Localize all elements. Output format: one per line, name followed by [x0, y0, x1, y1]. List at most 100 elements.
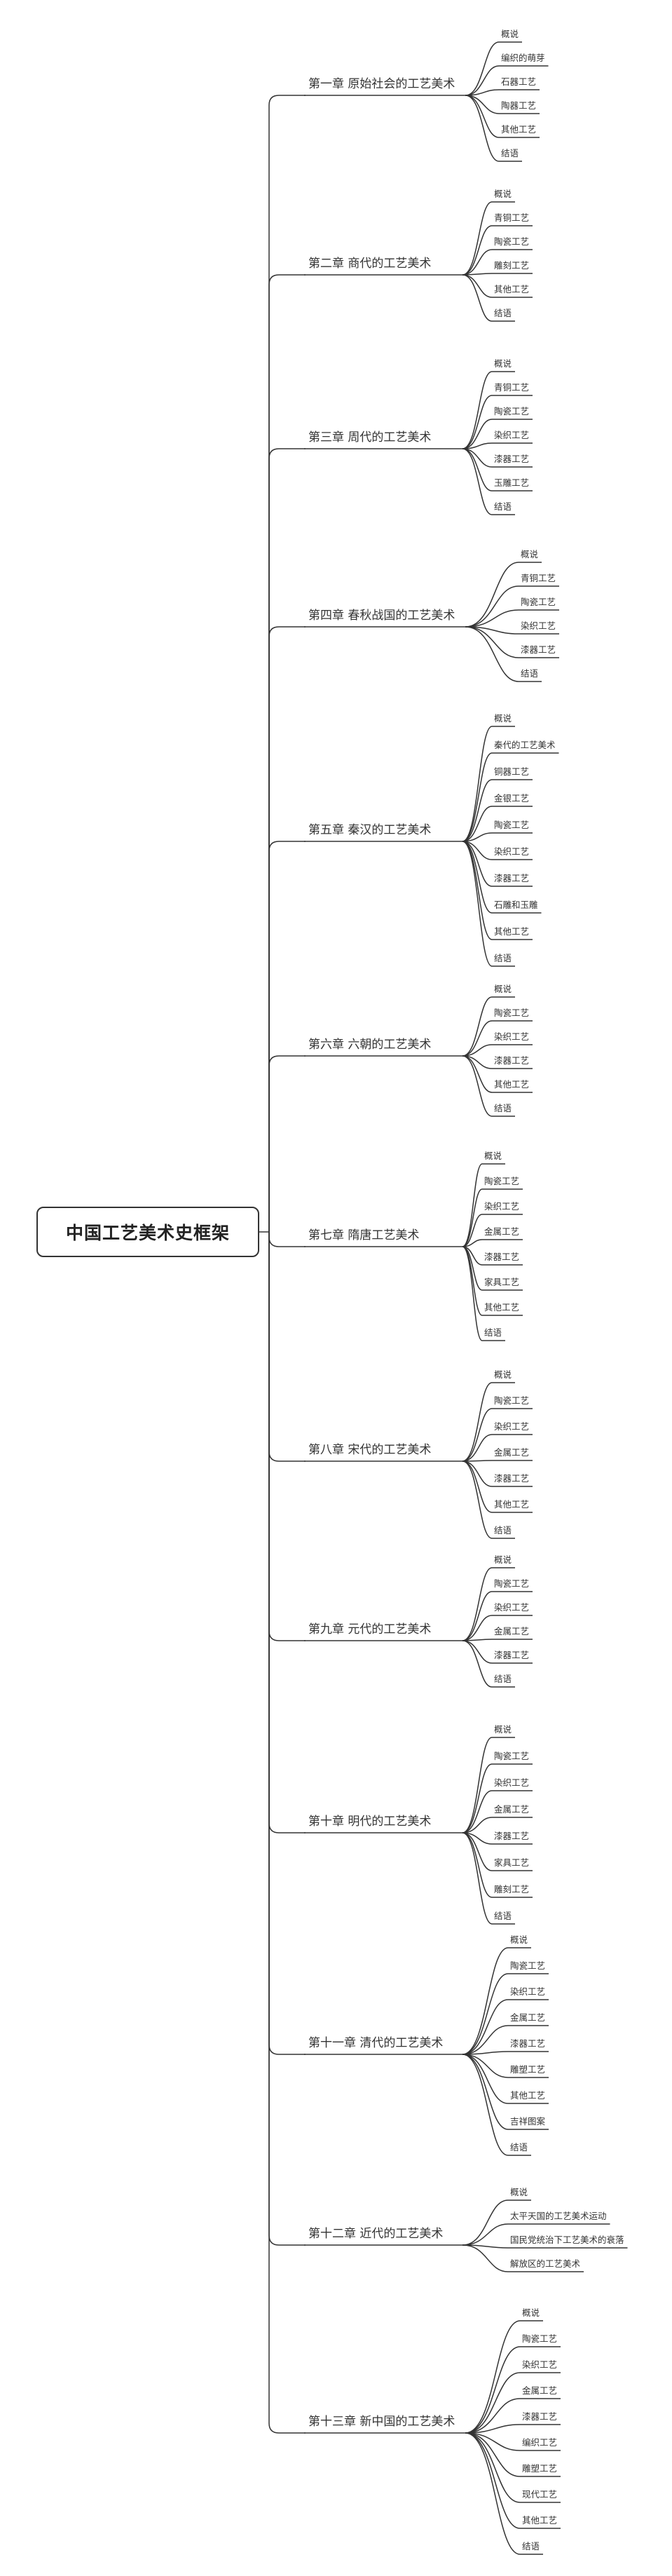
chapter-title[interactable]: 第六章 六朝的工艺美术	[308, 1038, 432, 1052]
topic-item[interactable]: 其他工艺	[494, 284, 530, 294]
topic-item[interactable]: 秦代的工艺美术	[494, 740, 556, 750]
topic-item[interactable]: 陶瓷工艺	[494, 1578, 530, 1589]
topic-item[interactable]: 其他工艺	[494, 1499, 530, 1510]
topic-item[interactable]: 结语	[522, 2541, 540, 2551]
topic-item[interactable]: 太平天国的工艺美术运动	[510, 2211, 607, 2221]
topic-item[interactable]: 陶瓷工艺	[522, 2333, 558, 2344]
topic-item[interactable]: 概说	[494, 713, 512, 724]
topic-item[interactable]: 结语	[501, 148, 519, 158]
topic-item[interactable]: 结语	[521, 668, 539, 679]
topic-item[interactable]: 概说	[521, 549, 539, 560]
topic-item[interactable]: 金属工艺	[484, 1226, 520, 1237]
topic-item[interactable]: 概说	[494, 189, 512, 199]
chapter-title[interactable]: 第四章 春秋战国的工艺美术	[308, 609, 455, 623]
topic-item[interactable]: 金属工艺	[494, 1626, 530, 1636]
chapter-title[interactable]: 第五章 秦汉的工艺美术	[308, 823, 432, 837]
topic-item[interactable]: 染织工艺	[494, 1777, 530, 1788]
topic-item[interactable]: 玉雕工艺	[494, 477, 530, 488]
topic-item[interactable]: 金银工艺	[494, 793, 530, 804]
topic-item[interactable]: 陶瓷工艺	[494, 1751, 530, 1761]
topic-item[interactable]: 染织工艺	[522, 2359, 558, 2370]
topic-item[interactable]: 概说	[494, 358, 512, 369]
topic-item[interactable]: 雕塑工艺	[522, 2463, 558, 2474]
topic-item[interactable]: 金属工艺	[510, 2012, 546, 2023]
topic-item[interactable]: 概说	[484, 1151, 502, 1161]
topic-item[interactable]: 漆器工艺	[494, 1055, 530, 1066]
chapter-title[interactable]: 第九章 元代的工艺美术	[308, 1622, 432, 1636]
topic-item[interactable]: 概说	[522, 2307, 540, 2318]
topic-item[interactable]: 雕塑工艺	[510, 2064, 546, 2075]
topic-item[interactable]: 青铜工艺	[494, 382, 530, 393]
topic-item[interactable]: 编织的萌芽	[501, 53, 545, 63]
topic-item[interactable]: 漆器工艺	[522, 2411, 558, 2422]
topic-item[interactable]: 陶瓷工艺	[494, 406, 530, 416]
chapter-title[interactable]: 第二章 商代的工艺美术	[308, 257, 432, 271]
topic-item[interactable]: 其他工艺	[494, 1079, 530, 1090]
topic-item[interactable]: 陶瓷工艺	[494, 236, 530, 247]
root-node[interactable]: 中国工艺美术史框架	[36, 1207, 259, 1257]
chapter-title[interactable]: 第一章 原始社会的工艺美术	[308, 77, 455, 91]
topic-item[interactable]: 概说	[494, 1724, 512, 1735]
topic-item[interactable]: 染织工艺	[494, 1421, 530, 1432]
topic-item[interactable]: 漆器工艺	[494, 1650, 530, 1660]
topic-item[interactable]: 漆器工艺	[521, 644, 556, 655]
topic-item[interactable]: 概说	[494, 1554, 512, 1565]
topic-item[interactable]: 其他工艺	[494, 926, 530, 937]
topic-item[interactable]: 青铜工艺	[521, 573, 556, 583]
topic-item[interactable]: 染织工艺	[494, 1031, 530, 1042]
topic-item[interactable]: 染织工艺	[484, 1201, 520, 1212]
topic-item[interactable]: 概说	[501, 29, 519, 39]
topic-item[interactable]: 家具工艺	[494, 1857, 530, 1868]
topic-item[interactable]: 漆器工艺	[494, 873, 530, 883]
topic-item[interactable]: 解放区的工艺美术	[510, 2258, 581, 2269]
topic-item[interactable]: 金属工艺	[494, 1447, 530, 1458]
topic-item[interactable]: 概说	[494, 1369, 512, 1380]
topic-item[interactable]: 陶瓷工艺	[494, 1008, 530, 1018]
topic-item[interactable]: 漆器工艺	[494, 1831, 530, 1841]
topic-item[interactable]: 染织工艺	[510, 1986, 546, 1997]
topic-item[interactable]: 金属工艺	[522, 2385, 558, 2396]
topic-item[interactable]: 雕刻工艺	[494, 260, 530, 271]
chapter-title[interactable]: 第十三章 新中国的工艺美术	[308, 2415, 455, 2429]
topic-item[interactable]: 编织工艺	[522, 2437, 558, 2448]
topic-item[interactable]: 概说	[510, 1934, 528, 1945]
topic-item[interactable]: 结语	[494, 1103, 512, 1113]
topic-item[interactable]: 结语	[494, 1525, 512, 1536]
topic-item[interactable]: 其他工艺	[501, 124, 537, 135]
topic-item[interactable]: 漆器工艺	[484, 1252, 520, 1262]
topic-item[interactable]: 漆器工艺	[510, 2038, 546, 2049]
topic-item[interactable]: 结语	[494, 1674, 512, 1684]
topic-item[interactable]: 染织工艺	[494, 1602, 530, 1613]
chapter-title[interactable]: 第八章 宋代的工艺美术	[308, 1443, 432, 1457]
topic-item[interactable]: 染织工艺	[494, 430, 530, 440]
chapter-title[interactable]: 第十章 明代的工艺美术	[308, 1815, 432, 1829]
chapter-title[interactable]: 第三章 周代的工艺美术	[308, 431, 432, 445]
topic-item[interactable]: 概说	[510, 2187, 528, 2197]
topic-item[interactable]: 概说	[494, 984, 512, 994]
topic-item[interactable]: 青铜工艺	[494, 212, 530, 223]
topic-item[interactable]: 结语	[484, 1327, 502, 1338]
topic-item[interactable]: 雕刻工艺	[494, 1884, 530, 1894]
topic-item[interactable]: 陶瓷工艺	[510, 1960, 546, 1971]
topic-item[interactable]: 漆器工艺	[494, 454, 530, 464]
topic-item[interactable]: 家具工艺	[484, 1277, 520, 1287]
topic-item[interactable]: 结语	[494, 953, 512, 963]
chapter-title[interactable]: 第十二章 近代的工艺美术	[308, 2227, 444, 2241]
topic-item[interactable]: 石器工艺	[501, 76, 537, 87]
topic-item[interactable]: 其他工艺	[522, 2515, 558, 2526]
topic-item[interactable]: 结语	[510, 2142, 528, 2153]
topic-item[interactable]: 石雕和玉雕	[494, 900, 538, 910]
topic-item[interactable]: 陶瓷工艺	[484, 1176, 520, 1186]
topic-item[interactable]: 陶瓷工艺	[521, 597, 556, 607]
topic-item[interactable]: 金属工艺	[494, 1804, 530, 1815]
topic-item[interactable]: 陶瓷工艺	[494, 820, 530, 830]
chapter-title[interactable]: 第十一章 清代的工艺美术	[308, 2036, 444, 2050]
topic-item[interactable]: 铜器工艺	[494, 766, 530, 777]
topic-item[interactable]: 其他工艺	[484, 1302, 520, 1313]
topic-item[interactable]: 漆器工艺	[494, 1473, 530, 1484]
topic-item[interactable]: 染织工艺	[494, 846, 530, 857]
topic-item[interactable]: 其他工艺	[510, 2090, 546, 2101]
topic-item[interactable]: 陶瓷工艺	[494, 1395, 530, 1406]
topic-item[interactable]: 吉祥图案	[510, 2116, 546, 2127]
topic-item[interactable]: 陶器工艺	[501, 100, 537, 111]
